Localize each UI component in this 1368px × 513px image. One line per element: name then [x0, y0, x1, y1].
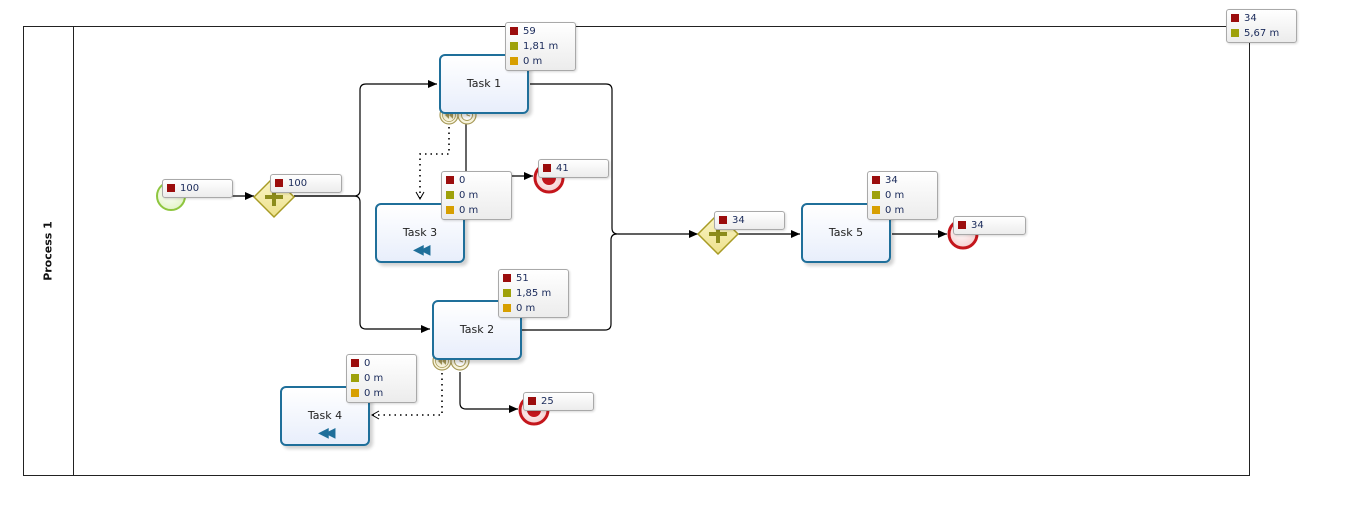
time-marker-icon	[510, 42, 518, 50]
task-1-wait: 0 m	[523, 56, 543, 67]
end-task1-stats-box: 41	[538, 159, 609, 178]
task-3-wait: 0 m	[459, 205, 479, 216]
task-1-time: 1,81 m	[523, 41, 559, 52]
compensation-associations	[370, 127, 450, 420]
end-task2-stats-box: 25	[523, 392, 594, 411]
count-marker-icon	[503, 274, 511, 282]
task-5[interactable]: Task 5	[801, 203, 891, 263]
wait-marker-icon	[503, 304, 511, 312]
flow-split-to-task1	[294, 80, 437, 197]
task-2-count: 51	[516, 273, 529, 284]
task-2-label: Task 2	[459, 323, 495, 336]
count-marker-icon	[275, 179, 283, 187]
wait-marker-icon	[510, 57, 518, 65]
task-4-stats-box: 0 0 m 0 m	[346, 354, 417, 403]
task-5-time: 0 m	[885, 190, 905, 201]
task-5-label: Task 5	[828, 226, 864, 239]
assoc-task2-to-task4	[370, 373, 443, 420]
count-marker-icon	[446, 176, 454, 184]
wait-marker-icon	[446, 206, 454, 214]
end-task1-count: 41	[556, 163, 569, 174]
task-1-count: 59	[523, 26, 536, 37]
task-3-count: 0	[459, 175, 466, 186]
process-time: 5,67 m	[1244, 28, 1280, 39]
flow-task2-to-join	[522, 233, 618, 331]
count-marker-icon	[719, 216, 727, 224]
wait-marker-icon	[351, 389, 359, 397]
count-marker-icon	[167, 184, 175, 192]
time-marker-icon	[503, 289, 511, 297]
time-marker-icon	[446, 191, 454, 199]
count-marker-icon	[351, 359, 359, 367]
end-task2-count: 25	[541, 396, 554, 407]
task-2-stats-box: 51 1,85 m 0 m	[498, 269, 569, 318]
join-gateway-count: 34	[732, 215, 745, 226]
task-3-label: Task 3	[402, 226, 438, 239]
start-count: 100	[180, 183, 200, 194]
task-1-label: Task 1	[466, 77, 502, 90]
count-marker-icon	[528, 397, 536, 405]
flow-task2-to-end	[459, 372, 518, 413]
count-marker-icon	[510, 27, 518, 35]
task-1-stats-box: 59 1,81 m 0 m	[505, 22, 576, 71]
task-4-time: 0 m	[364, 373, 384, 384]
compensation-marker-icon: ◀◀	[318, 425, 335, 441]
time-marker-icon	[1231, 29, 1239, 37]
count-marker-icon	[543, 164, 551, 172]
assoc-task1-to-task3	[415, 127, 450, 201]
count-marker-icon	[1231, 14, 1239, 22]
time-marker-icon	[351, 374, 359, 382]
task-4-count: 0	[364, 358, 371, 369]
time-marker-icon	[872, 191, 880, 199]
flow-task1-to-end	[465, 115, 533, 180]
split-gateway-stats-box: 100	[270, 174, 342, 193]
task-2-time: 1,85 m	[516, 288, 552, 299]
start-stats-box: 100	[162, 179, 233, 198]
task-5-wait: 0 m	[885, 205, 905, 216]
task-3-time: 0 m	[459, 190, 479, 201]
flow-split-to-task2	[294, 195, 430, 333]
split-gateway-count: 100	[288, 178, 308, 189]
compensation-marker-icon: ◀◀	[413, 242, 430, 258]
task-4-wait: 0 m	[364, 388, 384, 399]
task-5-stats-box: 34 0 m 0 m	[867, 171, 938, 220]
process-stats-box: 34 5,67 m	[1226, 9, 1297, 43]
wait-marker-icon	[872, 206, 880, 214]
join-gateway-stats-box: 34	[714, 211, 785, 230]
task-2-wait: 0 m	[516, 303, 536, 314]
task-3-stats-box: 0 0 m 0 m	[441, 171, 512, 220]
lane-header	[23, 26, 74, 476]
end-final-stats-box: 34	[953, 216, 1026, 235]
process-count: 34	[1244, 13, 1257, 24]
count-marker-icon	[872, 176, 880, 184]
task-4-label: Task 4	[307, 409, 343, 422]
count-marker-icon	[958, 221, 966, 229]
task-5-count: 34	[885, 175, 898, 186]
end-final-count: 34	[971, 220, 984, 231]
